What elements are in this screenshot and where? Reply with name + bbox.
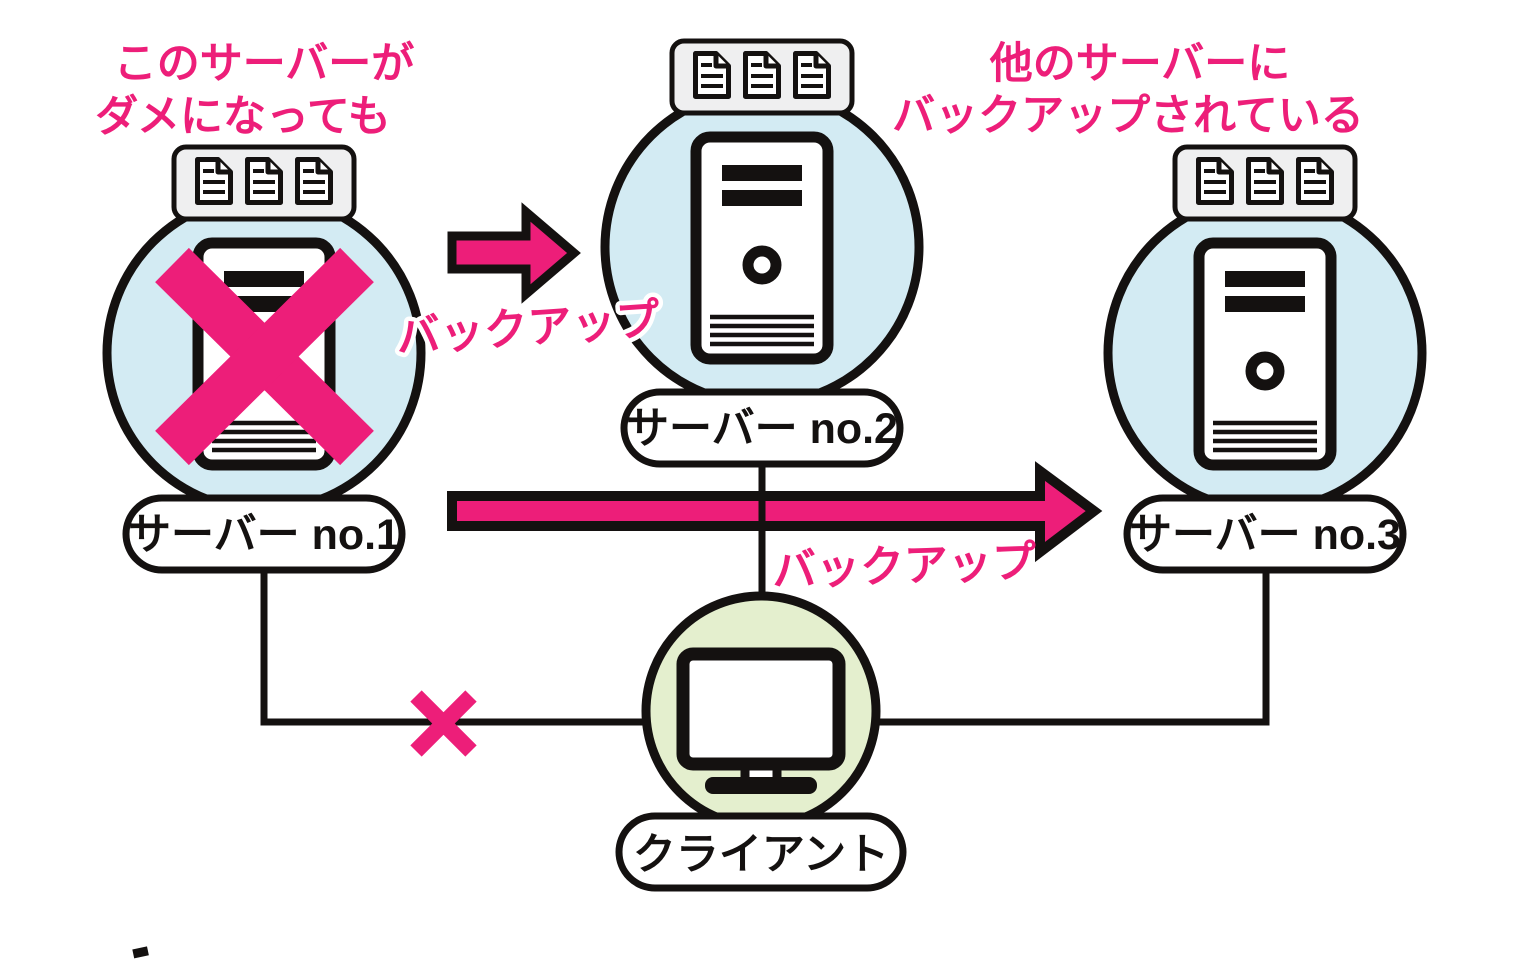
monitor-icon bbox=[676, 647, 846, 794]
failure-cross-icon bbox=[155, 247, 374, 466]
annotation-left-line1: このサーバーが bbox=[114, 40, 415, 88]
document-icon bbox=[1249, 160, 1282, 203]
server-2-documents-tray bbox=[669, 38, 855, 116]
backup-arrow-small-label: バックアップ bbox=[395, 295, 662, 362]
client-group: クライアント bbox=[615, 591, 907, 892]
client-label-pill: クライアント bbox=[615, 812, 907, 892]
server-2-label-pill: サーバー no.2 bbox=[620, 388, 904, 468]
server-3-group: サーバー no.3 bbox=[1103, 144, 1427, 574]
document-icon bbox=[1299, 160, 1332, 203]
server-3-label: サーバー no.3 bbox=[1129, 511, 1401, 559]
document-icon bbox=[746, 54, 779, 97]
document-icon bbox=[298, 160, 331, 203]
server-1-label-pill: サーバー no.1 bbox=[122, 494, 406, 574]
server-1-documents-tray bbox=[171, 144, 357, 222]
server-1-label: サーバー no.1 bbox=[128, 511, 400, 559]
server-tower-icon bbox=[696, 137, 828, 359]
connection-line-server3-client bbox=[868, 566, 1270, 726]
broken-connection-cross-icon bbox=[410, 690, 477, 757]
backup-arrow-small bbox=[447, 202, 581, 304]
server-2-group: サーバー no.2 bbox=[600, 38, 924, 468]
server-3-label-pill: サーバー no.3 bbox=[1123, 494, 1407, 574]
connection-line-server1-client bbox=[260, 566, 654, 726]
document-icon bbox=[248, 160, 281, 203]
document-icon bbox=[696, 54, 729, 97]
stray-mark bbox=[132, 946, 149, 959]
server-2-label: サーバー no.2 bbox=[626, 405, 898, 453]
annotation-left-line2: ダメになっても bbox=[95, 93, 390, 141]
document-icon bbox=[198, 160, 231, 203]
client-label: クライアント bbox=[633, 831, 889, 879]
document-icon bbox=[796, 54, 829, 97]
backup-arrow-long bbox=[447, 461, 1103, 563]
backup-arrow-long-label: バックアップ bbox=[771, 537, 1037, 595]
annotation-right-line2: バックアップされている bbox=[892, 92, 1364, 140]
document-icon bbox=[1199, 160, 1232, 203]
server-tower-icon bbox=[1199, 243, 1331, 465]
annotation-right-line1: 他のサーバーに bbox=[989, 40, 1291, 88]
server-3-documents-tray bbox=[1172, 144, 1358, 222]
